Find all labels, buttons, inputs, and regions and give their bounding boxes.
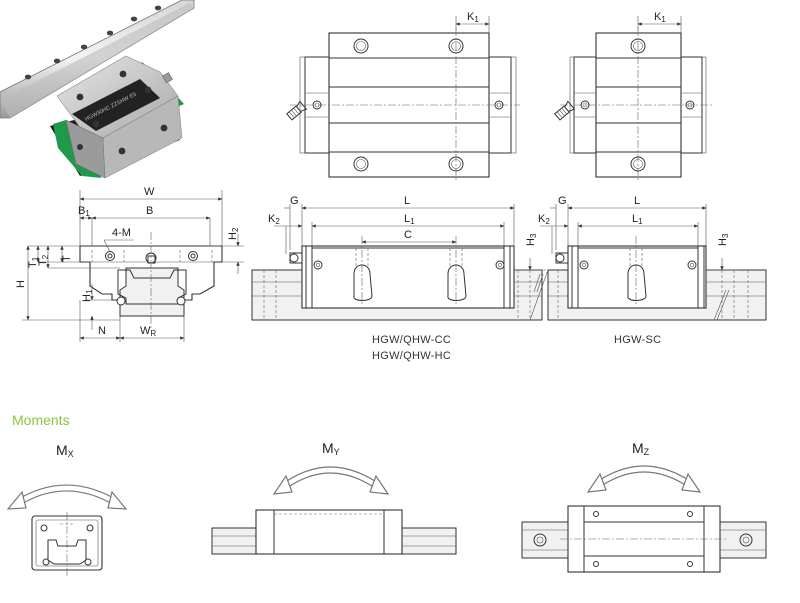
dim-L: L <box>404 195 410 207</box>
dim-B: B <box>146 205 153 217</box>
product-photo: HGW30HC ZZSHW E5 <box>0 0 195 179</box>
caption-hc: HGW/QHW-HC <box>372 350 451 362</box>
grease-nipple-icon <box>286 100 308 121</box>
grease-nipple-icon <box>554 100 576 121</box>
dim-4-M: 4-M <box>112 227 131 239</box>
dim-K1-sc: K1 <box>654 11 666 24</box>
dim-H2: H2 <box>227 227 240 240</box>
dim-G: G <box>290 195 299 207</box>
dim-T2: T2 <box>37 254 50 266</box>
moment-mx: MX <box>6 442 128 578</box>
dim-T: T <box>61 255 73 262</box>
moment-mz-label: MZ <box>632 440 650 457</box>
moment-mx-label: MX <box>56 442 74 459</box>
side-view-sc: L G L1 K2 H3 HGW-SC <box>529 195 767 346</box>
dim-H3-sc: H3 <box>717 233 730 246</box>
dim-N: N <box>98 325 106 337</box>
dim-H1: H1 <box>81 289 94 302</box>
caption-cc: HGW/QHW-CC <box>372 334 451 346</box>
dim-H3: H3 <box>525 233 538 246</box>
grease-nipple-icon <box>289 252 303 264</box>
dim-L-sc: L <box>634 195 640 207</box>
moment-my: MY <box>211 440 457 555</box>
dim-T1: T1 <box>27 256 40 268</box>
end-view: W B1 B 4-M H2 T1 T2 T H H1 <box>15 186 244 342</box>
dim-W: W <box>144 186 155 198</box>
caption-sc: HGW-SC <box>614 334 661 346</box>
dim-B1: B1 <box>78 205 90 218</box>
moment-mz: MZ <box>521 440 767 573</box>
grease-nipple-icon <box>555 252 569 264</box>
dim-L1-sc: L1 <box>632 213 643 226</box>
top-view-sc: K1 <box>554 11 712 180</box>
dim-K1: K1 <box>467 11 479 24</box>
dim-C: C <box>404 229 412 241</box>
dim-H: H <box>15 280 27 288</box>
moment-my-label: MY <box>322 440 340 457</box>
mounting-hole-icon <box>630 38 646 172</box>
dim-K2-sc: K2 <box>538 213 550 226</box>
dim-G-sc: G <box>558 195 567 207</box>
dim-L1: L1 <box>404 213 415 226</box>
dim-WR: WR <box>140 325 156 338</box>
side-view-cc: L G L1 K2 C H3 HGW/QHW-CC HGW/QHW-HC <box>251 195 546 362</box>
dim-K2: K2 <box>268 213 280 226</box>
mounting-hole-icon <box>353 38 464 172</box>
top-view-cc: K1 <box>286 11 520 180</box>
section-title-moments: Moments <box>12 412 70 428</box>
